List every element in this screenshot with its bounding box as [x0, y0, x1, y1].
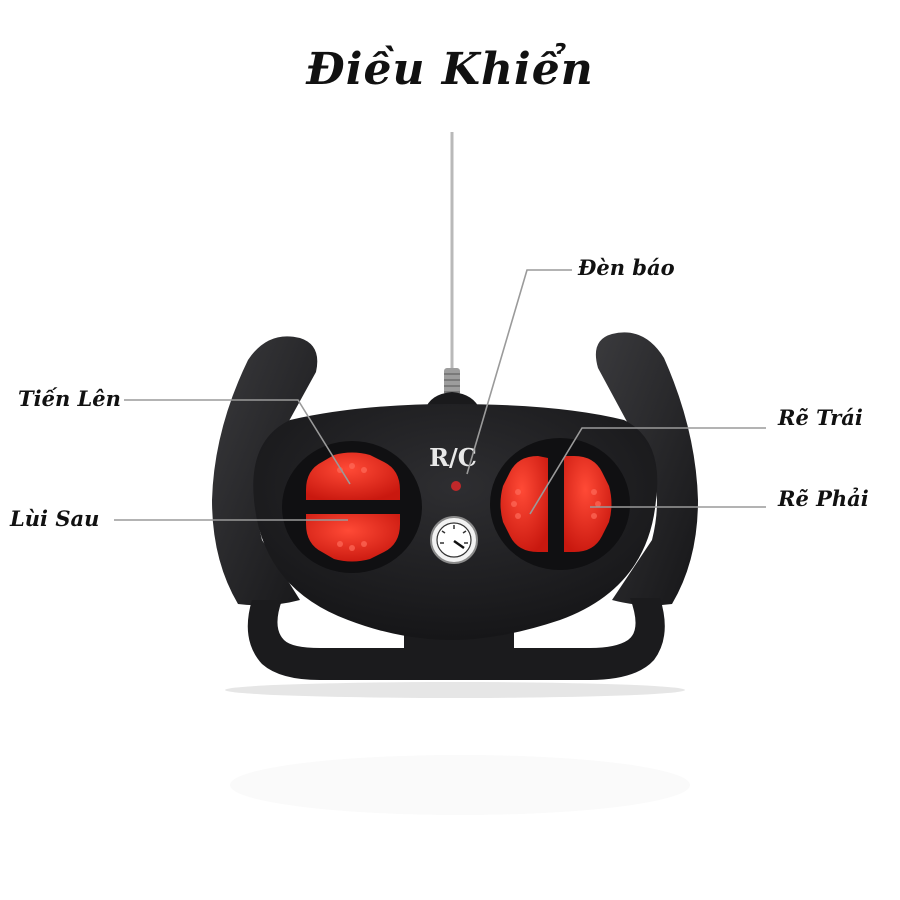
leader-lines: [114, 269, 766, 521]
turn-right-button: [564, 456, 612, 552]
callout-turn-left: Rẽ Trái: [778, 405, 863, 430]
callout-forward: Tiến Lên: [18, 386, 121, 411]
indicator-led: [451, 481, 461, 491]
backward-button: [306, 514, 400, 562]
callout-turn-right: Rẽ Phải: [778, 486, 869, 511]
left-grip: [212, 336, 318, 606]
forward-button: [306, 452, 400, 500]
right-grip: [595, 332, 698, 606]
antenna-spring: [444, 368, 460, 396]
floor-reflection: [230, 755, 690, 815]
left-button-pad: [282, 441, 422, 573]
speedometer-icon: [430, 516, 478, 564]
turn-left-button: [500, 456, 548, 552]
leader-turn-left: [529, 427, 766, 515]
diagram-title: Điều Khiển: [306, 44, 594, 95]
floor-shadow: [225, 682, 685, 698]
callout-backward: Lùi Sau: [10, 506, 100, 531]
brand-label: R/C: [429, 443, 477, 472]
callout-indicator: Đèn báo: [578, 255, 675, 280]
right-button-pad: [490, 438, 630, 570]
leader-forward: [124, 399, 351, 485]
leader-indicator: [466, 269, 572, 475]
